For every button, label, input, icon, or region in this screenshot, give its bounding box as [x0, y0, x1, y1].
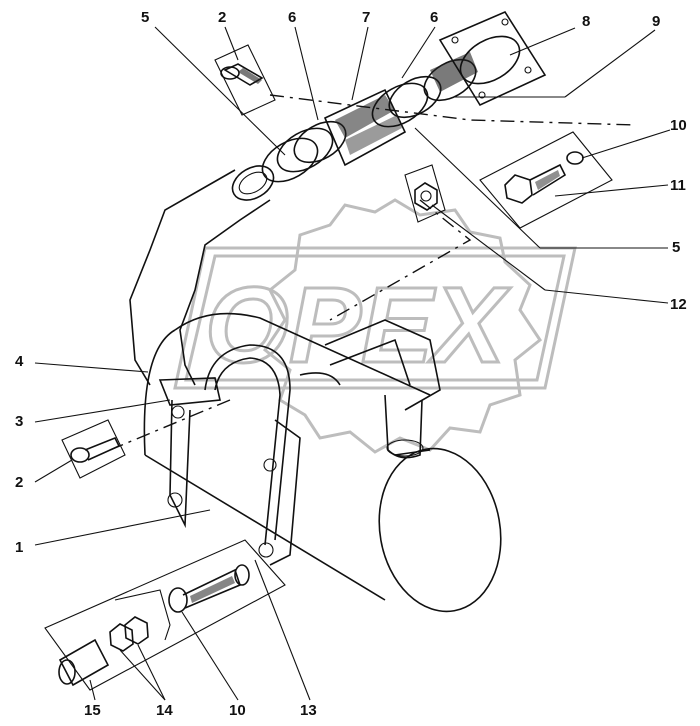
callout-14: 14 — [156, 702, 173, 719]
assembly-axis-lower — [329, 199, 472, 321]
muffler-body — [143, 312, 502, 613]
callout-7: 7 — [362, 9, 371, 26]
callout-10-bottom: 10 — [229, 702, 246, 719]
leader-lines — [34, 26, 671, 701]
watermark-gear — [262, 198, 543, 454]
mounting-clamps — [158, 344, 341, 566]
callout-8: 8 — [582, 13, 591, 30]
bottom-hardware-inset — [44, 539, 286, 691]
callout-4: 4 — [15, 353, 24, 370]
watermark-frame — [173, 246, 577, 390]
exhaust-pipe — [129, 165, 275, 386]
callout-6-left: 6 — [288, 9, 297, 26]
callout-11: 11 — [670, 177, 686, 194]
bolt-11-inset — [479, 131, 613, 229]
bellows-assembly — [261, 10, 547, 183]
bolt-2-left-inset — [61, 419, 126, 479]
callout-3: 3 — [15, 413, 24, 430]
watermark-text: OPEX — [205, 264, 511, 385]
callout-15: 15 — [84, 702, 101, 719]
muffler-outlet — [324, 319, 441, 459]
nut-12-inset — [404, 164, 446, 223]
callout-9: 9 — [652, 13, 661, 30]
callout-2-top: 2 — [218, 9, 227, 26]
callout-6-right: 6 — [430, 9, 439, 26]
callout-10-right: 10 — [670, 117, 687, 134]
assembly-axis-upper — [269, 94, 636, 126]
callout-5-right: 5 — [672, 239, 681, 256]
callout-2-left: 2 — [15, 474, 24, 491]
callout-1: 1 — [15, 539, 24, 556]
bolt-2-top-inset — [214, 44, 276, 116]
callout-12: 12 — [670, 296, 687, 313]
watermark-logo: OPEX — [173, 198, 577, 454]
callout-13: 13 — [300, 702, 317, 719]
watermark-frame-inner — [184, 254, 566, 382]
assembly-axis-left — [109, 399, 231, 451]
callout-5-top: 5 — [141, 9, 150, 26]
